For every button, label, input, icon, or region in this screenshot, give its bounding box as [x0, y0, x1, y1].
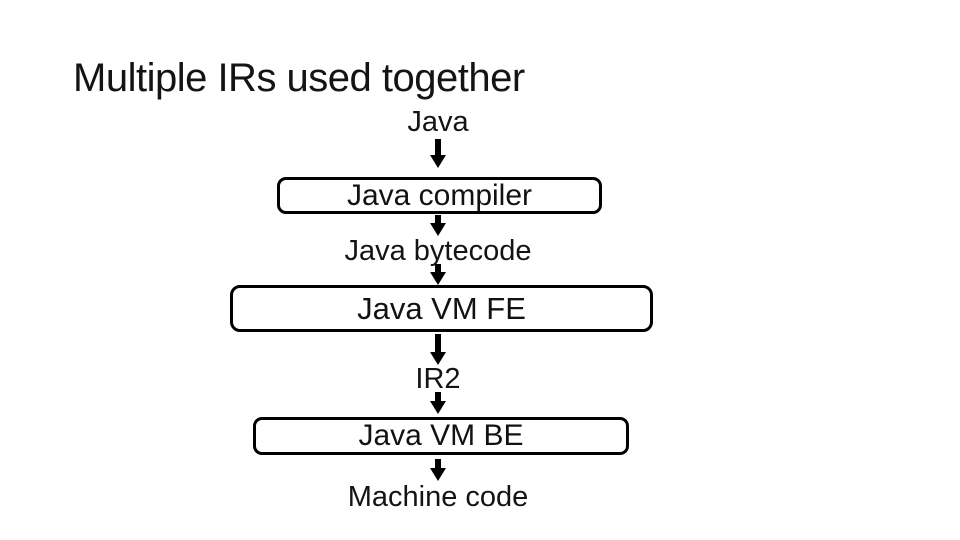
- down-arrow-icon: [430, 459, 446, 481]
- flow-box-java-vm-fe-label: Java VM FE: [357, 290, 526, 326]
- down-arrow-icon: [430, 264, 446, 285]
- down-arrow-icon: [430, 139, 446, 168]
- flow-box-java-vm-fe: Java VM FE: [230, 285, 653, 332]
- down-arrow-icon: [430, 334, 446, 365]
- flow-box-java-compiler-label: Java compiler: [346, 178, 533, 212]
- flow-box-java-vm-be-label: Java VM BE: [358, 419, 524, 452]
- slide-title: Multiple IRs used together: [73, 56, 525, 100]
- flow-label-java: Java: [407, 106, 469, 138]
- flow-label-java-bytecode: Java bytecode: [344, 235, 532, 267]
- down-arrow-icon: [430, 215, 446, 236]
- flow-box-java-compiler: Java compiler: [277, 177, 602, 214]
- flow-box-java-vm-be: Java VM BE: [253, 417, 629, 455]
- down-arrow-icon: [430, 392, 446, 414]
- flow-label-machine-code: Machine code: [347, 481, 529, 513]
- flow-label-ir2: IR2: [415, 363, 461, 395]
